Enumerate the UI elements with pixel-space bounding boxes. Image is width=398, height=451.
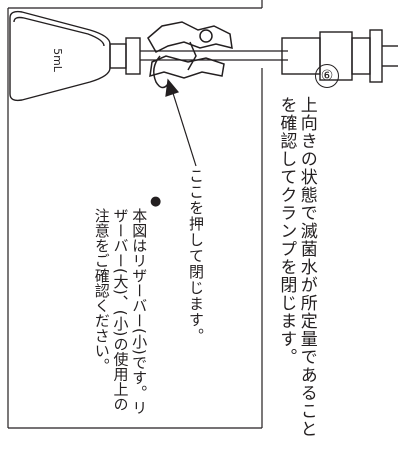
note-bullet: ● — [150, 194, 162, 209]
volume-label: 5mL — [51, 48, 64, 73]
note-text: 本図はリザーバー(小)です。リザーバー(大)、(小)の使用上の注意をご確認くださ… — [92, 208, 149, 415]
step-instruction: 上向きの状態で滅菌水が所定量であることを確認してクランプを閉じます。 — [276, 96, 317, 438]
callout-text: ここを押して閉じます。 — [187, 168, 205, 344]
step-number-badge: ⑥ — [315, 64, 339, 88]
reservoir-neck — [109, 37, 141, 75]
tube — [140, 50, 288, 61]
callout-arrow — [165, 78, 197, 167]
connector — [281, 29, 398, 83]
clamp — [147, 21, 233, 89]
frame — [7, 0, 263, 429]
